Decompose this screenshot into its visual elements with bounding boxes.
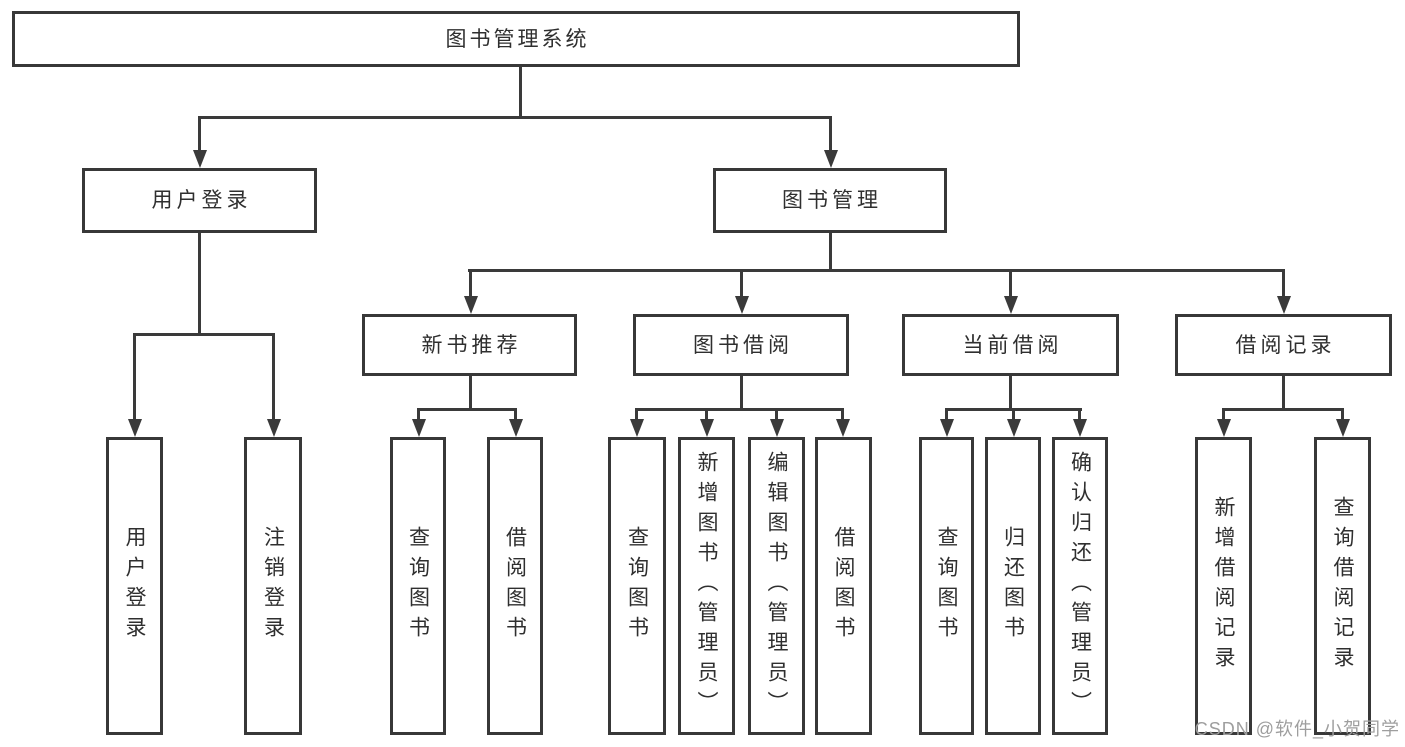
node-book-management-label: 图书管理 bbox=[782, 189, 882, 212]
node-borrow-records-label: 借阅记录 bbox=[1235, 333, 1336, 357]
connector-new-book-stem bbox=[469, 376, 472, 410]
arrow-new-book-leaf-2 bbox=[514, 408, 517, 419]
arrow-borrow-records-leaf-2 bbox=[1341, 408, 1344, 419]
leaf-label: 查询图书 bbox=[406, 526, 430, 646]
node-borrow-records: 借阅记录 bbox=[1175, 314, 1392, 376]
leaf-label: 归还图书 bbox=[1001, 526, 1025, 646]
leaf-label: 借阅图书 bbox=[503, 526, 527, 646]
arrow-book-borrow-leaf-3 bbox=[775, 408, 778, 419]
connector-borrow-records-stem bbox=[1282, 376, 1285, 410]
node-new-book-recommend: 新书推荐 bbox=[362, 314, 577, 376]
leaf-borrow-books-recommend: 借阅图书 bbox=[487, 437, 543, 735]
arrow-book-borrow-leaf-2 bbox=[705, 408, 708, 419]
connector-user-login-branch bbox=[133, 333, 275, 336]
leaf-label: 新增借阅记录 bbox=[1212, 496, 1235, 676]
arrow-current-borrow-leaf-3 bbox=[1078, 408, 1081, 419]
leaf-query-books-current: 查询图书 bbox=[919, 437, 974, 735]
node-root-system: 图书管理系统 bbox=[12, 11, 1020, 67]
arrow-to-current-borrow bbox=[1009, 269, 1012, 296]
leaf-label: 查询图书 bbox=[625, 526, 649, 646]
arrow-to-book-management bbox=[829, 116, 832, 150]
connector-book-mgmt-stem bbox=[829, 233, 832, 271]
arrow-book-borrow-leaf-4 bbox=[841, 408, 844, 419]
leaf-label: 查询图书 bbox=[935, 526, 958, 646]
leaf-return-books: 归还图书 bbox=[985, 437, 1041, 735]
connector-new-book-branch bbox=[417, 408, 517, 411]
node-current-borrow-label: 当前借阅 bbox=[962, 333, 1063, 357]
leaf-edit-books-admin: 编辑图书（管理员） bbox=[748, 437, 805, 735]
connector-book-borrow-stem bbox=[740, 376, 743, 410]
node-root-label: 图书管理系统 bbox=[445, 27, 590, 51]
arrow-to-leaf-logout bbox=[272, 333, 275, 419]
leaf-query-borrow-record: 查询借阅记录 bbox=[1314, 437, 1371, 735]
node-book-borrow-label: 图书借阅 bbox=[693, 333, 793, 357]
connector-borrow-records-branch bbox=[1223, 408, 1344, 411]
leaf-query-books-recommend: 查询图书 bbox=[390, 437, 446, 735]
node-book-borrow: 图书借阅 bbox=[633, 314, 849, 376]
connector-book-mgmt-branch bbox=[468, 269, 1285, 272]
arrow-to-book-borrow bbox=[740, 269, 743, 296]
connector-book-borrow-branch bbox=[635, 408, 844, 411]
leaf-confirm-return-admin: 确认归还（管理员） bbox=[1052, 437, 1108, 735]
arrow-to-borrow-records bbox=[1282, 269, 1285, 296]
leaf-logout-label: 注销登录 bbox=[261, 526, 285, 646]
leaf-add-borrow-record: 新增借阅记录 bbox=[1195, 437, 1252, 735]
arrow-borrow-records-leaf-1 bbox=[1222, 408, 1225, 419]
connector-root-stem bbox=[519, 67, 522, 118]
connector-root-branch bbox=[198, 116, 832, 119]
node-user-login: 用户登录 bbox=[82, 168, 317, 233]
leaf-label: 编辑图书（管理员） bbox=[765, 451, 788, 721]
leaf-logout: 注销登录 bbox=[244, 437, 302, 735]
leaf-label: 借阅图书 bbox=[832, 526, 855, 646]
arrow-new-book-leaf-1 bbox=[417, 408, 420, 419]
leaf-label: 新增图书（管理员） bbox=[695, 451, 718, 721]
leaf-label: 确认归还（管理员） bbox=[1068, 451, 1092, 721]
csdn-watermark: CSDN @软件_小贺同学 bbox=[1194, 719, 1400, 739]
connector-user-login-stem bbox=[198, 233, 201, 335]
arrow-book-borrow-leaf-1 bbox=[635, 408, 638, 419]
arrow-to-new-book-recommend bbox=[469, 269, 472, 296]
leaf-user-login-label: 用户登录 bbox=[123, 526, 146, 646]
leaf-label: 查询借阅记录 bbox=[1331, 496, 1354, 676]
leaf-user-login: 用户登录 bbox=[106, 437, 163, 735]
node-user-login-label: 用户登录 bbox=[151, 189, 252, 212]
arrow-current-borrow-leaf-2 bbox=[1012, 408, 1015, 419]
node-book-management: 图书管理 bbox=[713, 168, 947, 233]
leaf-borrow-books: 借阅图书 bbox=[815, 437, 872, 735]
arrow-to-user-login bbox=[198, 116, 201, 150]
arrow-to-leaf-user-login bbox=[133, 333, 136, 419]
connector-current-borrow-stem bbox=[1009, 376, 1012, 410]
node-current-borrow: 当前借阅 bbox=[902, 314, 1119, 376]
node-new-book-recommend-label: 新书推荐 bbox=[421, 333, 522, 357]
leaf-add-books-admin: 新增图书（管理员） bbox=[678, 437, 735, 735]
leaf-query-books-borrow: 查询图书 bbox=[608, 437, 666, 735]
arrow-current-borrow-leaf-1 bbox=[945, 408, 948, 419]
